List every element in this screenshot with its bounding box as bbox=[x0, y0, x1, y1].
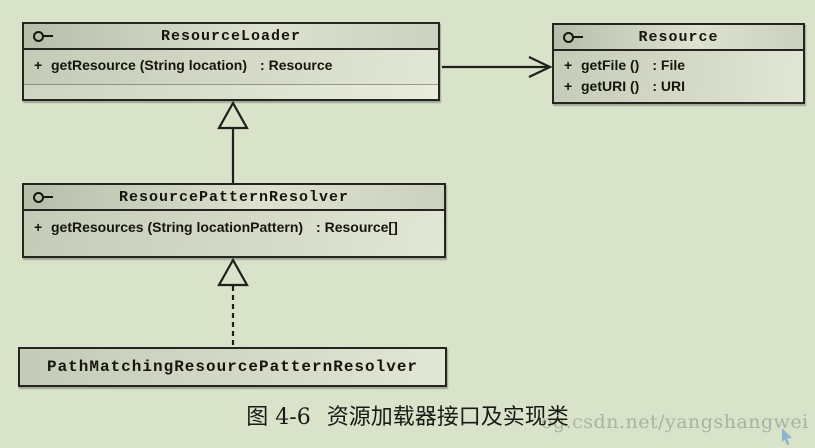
method-getresource: + getResource (String location) : Resour… bbox=[34, 55, 438, 76]
class-box-pathmatchingresourcepatternresolver: PathMatchingResourcePatternResolver bbox=[18, 347, 447, 387]
cursor-icon bbox=[782, 428, 792, 445]
interface-lollipop-icon bbox=[563, 25, 583, 49]
figure-caption: 图 4-6 资源加载器接口及实现类 bbox=[0, 399, 815, 431]
method-visibility: + bbox=[34, 57, 43, 73]
figure-title: 资源加载器接口及实现类 bbox=[326, 405, 569, 430]
generalization-arrow bbox=[217, 100, 249, 184]
methods-compartment: + getFile () : File + getURI () : URI bbox=[554, 51, 803, 102]
class-name: ResourcePatternResolver bbox=[118, 188, 350, 206]
method-signature: getFile () bbox=[581, 57, 640, 73]
method-geturi: + getURI () : URI bbox=[564, 76, 803, 97]
class-name: PathMatchingResourcePatternResolver bbox=[46, 358, 419, 376]
method-visibility: + bbox=[564, 78, 573, 94]
realization-arrow bbox=[217, 257, 249, 347]
class-name: ResourceLoader bbox=[160, 27, 302, 45]
methods-compartment: + getResources (String locationPattern) … bbox=[24, 211, 444, 256]
watermark-text: og.csdn.net/yangshangwei bbox=[541, 411, 809, 433]
method-return-type: : Resource[] bbox=[316, 219, 398, 235]
method-getfile: + getFile () : File bbox=[564, 55, 803, 76]
method-visibility: + bbox=[564, 57, 573, 73]
interface-lollipop-icon bbox=[33, 24, 53, 48]
method-return-type: : File bbox=[652, 57, 686, 73]
method-return-type: : Resource bbox=[260, 57, 333, 73]
figure-label: 图 4-6 bbox=[246, 405, 311, 430]
class-name: Resource bbox=[638, 28, 719, 46]
method-getresources: + getResources (String locationPattern) … bbox=[34, 217, 444, 238]
method-signature: getResource (String location) bbox=[51, 57, 248, 73]
class-header: ResourcePatternResolver bbox=[24, 185, 444, 211]
method-signature: getURI () bbox=[581, 78, 640, 94]
class-box-resourcepatternresolver: ResourcePatternResolver + getResources (… bbox=[22, 183, 446, 258]
class-header: Resource bbox=[554, 25, 803, 51]
class-box-resourceloader: ResourceLoader + getResource (String loc… bbox=[22, 22, 440, 101]
empty-compartment bbox=[24, 84, 438, 99]
method-visibility: + bbox=[34, 219, 43, 235]
interface-lollipop-icon bbox=[33, 185, 53, 209]
methods-compartment: + getResource (String location) : Resour… bbox=[24, 50, 438, 84]
class-header: ResourceLoader bbox=[24, 24, 438, 50]
class-box-resource: Resource + getFile () : File + getURI ()… bbox=[552, 23, 805, 104]
association-arrow bbox=[442, 56, 553, 78]
method-signature: getResources (String locationPattern) bbox=[51, 219, 304, 235]
method-return-type: : URI bbox=[652, 78, 685, 94]
